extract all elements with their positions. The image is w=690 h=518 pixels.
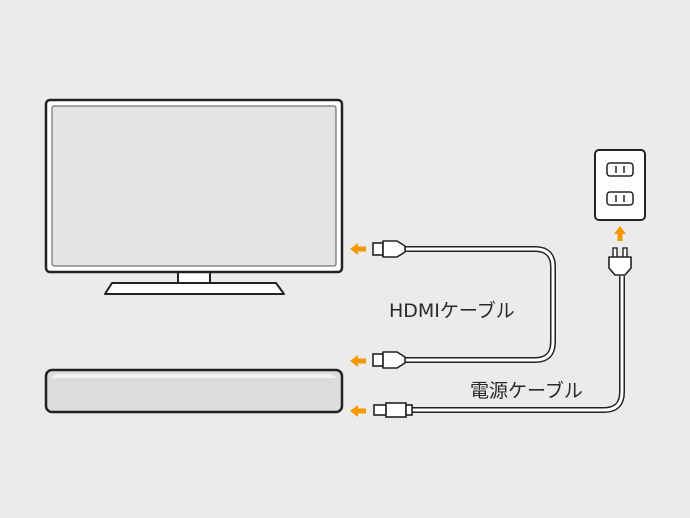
- hdmi-connector-bottom: [372, 351, 406, 369]
- arrow-up-icon: [614, 226, 626, 241]
- outlet-socket: [606, 191, 634, 206]
- power-connector: [373, 402, 413, 418]
- hdmi-connector-top: [372, 240, 406, 258]
- arrow-left-icon: [350, 405, 366, 417]
- power-cable: [373, 247, 632, 418]
- power-cable-label: 電源ケーブル: [470, 380, 583, 402]
- tv-stand-base: [104, 282, 285, 295]
- hdmi-cable: [372, 240, 556, 369]
- arrow-left-icon: [350, 355, 366, 367]
- tv-screen: [51, 105, 337, 267]
- wall-outlet: [594, 149, 646, 221]
- hdmi-cable-label: HDMIケーブル: [389, 300, 515, 322]
- power-plug: [608, 247, 632, 276]
- outlet-socket: [606, 162, 634, 177]
- arrow-left-icon: [350, 243, 366, 255]
- tv: [44, 98, 344, 295]
- soundbar: [44, 368, 344, 414]
